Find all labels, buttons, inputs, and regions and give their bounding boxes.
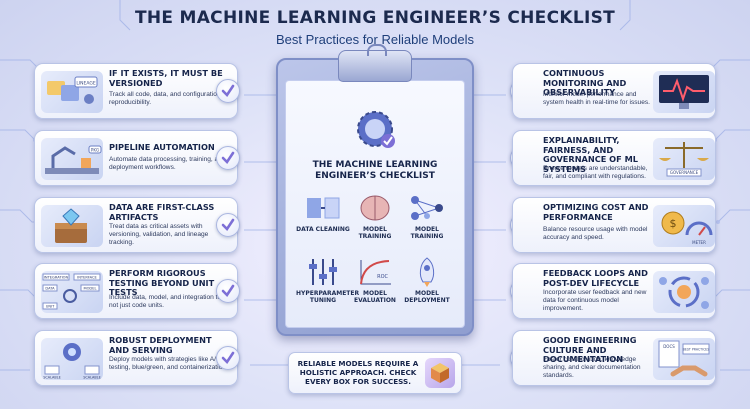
best-practices-tag: BEST PRACTICES (683, 348, 710, 352)
checklist-item-label: MODEL EVALUATION (354, 290, 396, 304)
data-cleaning-icon (307, 197, 340, 219)
card-description: Monitor model performance and system hea… (543, 91, 651, 106)
page-title: THE MACHINE LEARNING ENGINEER’S CHECKLIS… (134, 8, 616, 28)
checklist-item-model-evaluation: ROC MODEL EVALUATION (348, 256, 402, 304)
clipboard-title: THE MACHINE LEARNING ENGINEER’S CHECKLIS… (312, 160, 438, 181)
card-versioning: LINEAGE IF IT EXISTS, IT MUST BE VERSION… (34, 63, 238, 119)
docs-tag: DOCS (663, 344, 675, 349)
card-deployment: SCALABLE SCALABLE ROBUST DEPLOYMENT AND … (34, 330, 238, 386)
testing-icon: INTEGRATION INTERFACE DATA MODEL UNIT (41, 271, 103, 313)
holistic-cube-icon (425, 358, 455, 388)
checklist-item-model-training: MODEL TRAINING (348, 192, 402, 240)
card-description: Treat data as critical assets with versi… (109, 223, 209, 246)
interface-tag: INTERFACE (77, 276, 97, 280)
card-heading: GOOD ENGINEERING CULTURE AND DOCUMENTATI… (543, 335, 637, 364)
card-heading: PIPELINE AUTOMATION (109, 142, 215, 152)
footer-banner: RELIABLE MODELS REQUIRE A HOLISTIC APPRO… (288, 352, 462, 394)
roc-label: ROC (377, 274, 388, 280)
unit-tag: UNIT (46, 305, 55, 309)
checklist-item-label: MODEL DEPLOYMENT (404, 290, 450, 304)
card-heading: PERFORM RIGOROUS TESTING BEYOND UNIT TES… (109, 268, 215, 297)
governance-tag: GOVERNANCE (670, 170, 699, 175)
card-pipeline: PKG PIPELINE AUTOMATION Automate data pr… (34, 130, 238, 186)
scales-icon: GOVERNANCE (653, 138, 715, 180)
rocket-icon (419, 257, 435, 287)
card-heading: CONTINUOUS MONITORING AND OBSERVABILITY (543, 68, 627, 97)
checkbox-check-icon[interactable] (216, 79, 240, 103)
checklist-item-label: MODEL TRAINING (410, 226, 444, 240)
pkg-tag: PKG (91, 148, 99, 153)
clipboard-clamp (338, 44, 412, 82)
card-culture: GOOD ENGINEERING CULTURE AND DOCUMENTATI… (512, 330, 716, 386)
card-description: Balance resource usage with model accura… (543, 226, 648, 241)
docs-handshake-icon: DOCS BEST PRACTICES (653, 338, 715, 380)
card-description: Include data, model, and integration tes… (109, 294, 232, 309)
checkbox-check-icon[interactable] (216, 279, 240, 303)
monitor-icon (653, 71, 715, 113)
robot-arm-icon: PKG (41, 138, 103, 180)
svg-text:$: $ (670, 217, 677, 230)
checkbox-check-icon[interactable] (216, 346, 240, 370)
card-heading: DATA ARE FIRST-CLASS ARTIFACTS (109, 202, 215, 222)
card-data-artifacts: DATA ARE FIRST-CLASS ARTIFACTS Treat dat… (34, 197, 238, 253)
feedback-loop-icon (653, 271, 715, 313)
card-heading: FEEDBACK LOOPS AND POST-DEV LIFECYCLE (543, 268, 648, 288)
versioning-icon: LINEAGE (41, 71, 103, 113)
card-description: Track all code, data, and configurations… (109, 91, 234, 106)
meter-tag: METER (692, 240, 706, 245)
card-heading: EXPLAINABILITY, FAIRNESS, AND GOVERNANCE… (543, 135, 638, 174)
roc-curve-icon: ROC (360, 260, 391, 285)
card-cost: OPTIMIZING COST AND PERFORMANCE Balance … (512, 197, 716, 253)
data-tag: DATA (45, 287, 55, 291)
integration-tag: INTEGRATION (44, 276, 69, 280)
sliders-icon (309, 259, 337, 285)
gem-chest-icon (41, 205, 103, 247)
card-heading: ROBUST DEPLOYMENT AND SERVING (109, 335, 212, 355)
lineage-tag: LINEAGE (76, 81, 96, 87)
card-description: Ensure models are understandable, fair, … (543, 165, 648, 180)
checklist-item-label: HYPERPARAMETER TUNING (296, 290, 360, 304)
cost-gauge-icon: $ METER (653, 205, 715, 247)
network-training-icon (411, 196, 443, 220)
card-heading: IF IT EXISTS, IT MUST BE VERSIONED (109, 68, 223, 88)
footer-text: RELIABLE MODELS REQUIRE A HOLISTIC APPRO… (297, 359, 419, 386)
brain-gear-icon (354, 108, 396, 150)
checklist-item-hyperparameter-tuning: HYPERPARAMETER TUNING (296, 256, 360, 304)
brain-training-icon (360, 195, 390, 221)
checkbox-check-icon[interactable] (216, 213, 240, 237)
model-tag: MODEL (84, 287, 97, 291)
page-subtitle: Best Practices for Reliable Models (276, 32, 474, 47)
card-monitoring: CONTINUOUS MONITORING AND OBSERVABILITY … (512, 63, 716, 119)
card-feedback: FEEDBACK LOOPS AND POST-DEV LIFECYCLE In… (512, 263, 716, 319)
server-icon: SCALABLE SCALABLE (41, 338, 103, 380)
checklist-item-label: DATA CLEANING (296, 226, 350, 233)
card-description: Incorporate user feedback and new data f… (543, 289, 647, 312)
checklist-item-model-training-2: MODEL TRAINING (400, 192, 454, 240)
card-description: Deploy models with strategies like A/B t… (109, 356, 228, 371)
card-description: Foster collaboration, knowledge sharing,… (543, 356, 641, 379)
checklist-item-data-cleaning: DATA CLEANING (296, 192, 350, 233)
card-governance: EXPLAINABILITY, FAIRNESS, AND GOVERNANCE… (512, 130, 716, 186)
scalable-tag-2: SCALABLE (83, 376, 100, 380)
checkbox-check-icon[interactable] (216, 146, 240, 170)
scalable-tag: SCALABLE (43, 376, 60, 380)
checklist-item-label: MODEL TRAINING (358, 226, 392, 240)
card-testing: INTEGRATION INTERFACE DATA MODEL UNIT PE… (34, 263, 238, 319)
checklist-item-model-deployment: MODEL DEPLOYMENT (400, 256, 454, 304)
card-heading: OPTIMIZING COST AND PERFORMANCE (543, 202, 649, 222)
card-description: Automate data processing, training, and … (109, 156, 226, 171)
